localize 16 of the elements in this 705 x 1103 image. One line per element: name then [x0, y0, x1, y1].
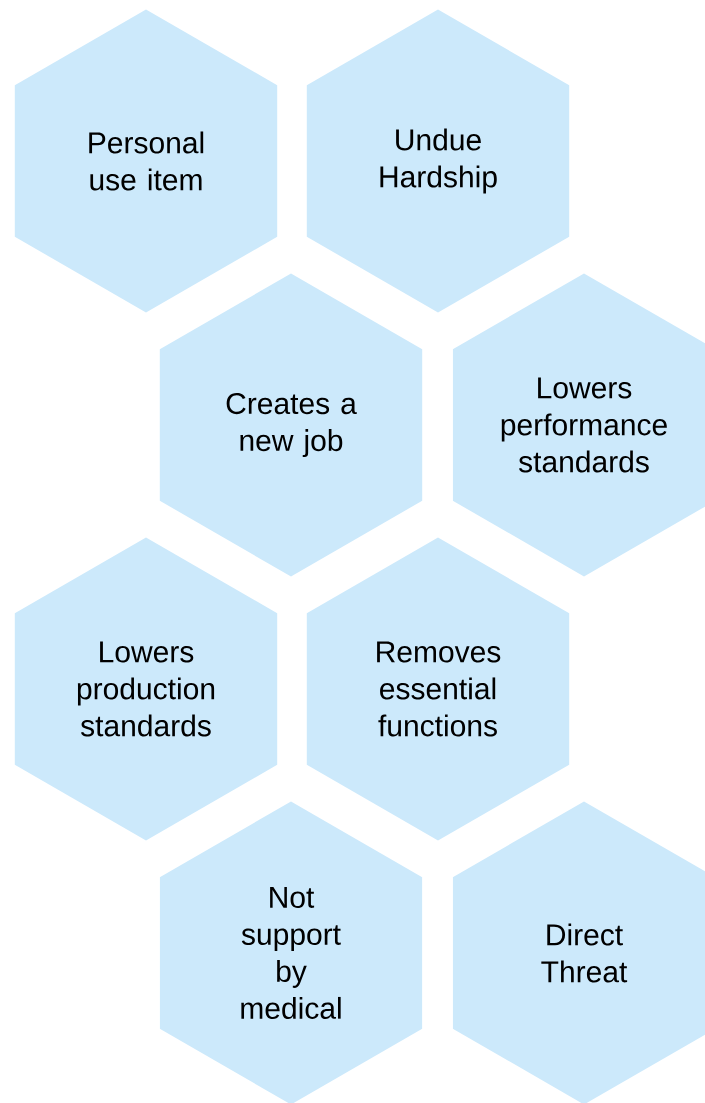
hexagon-label: Not support by medical	[241, 887, 341, 1019]
hexagon-label: Removes essential functions	[377, 641, 501, 737]
hexagon	[14, 537, 278, 841]
hexagon	[452, 273, 705, 577]
hexagon-label: Direct Threat	[541, 923, 628, 983]
hexagon-label: Creates a new job	[226, 392, 357, 458]
hexagon	[14, 9, 278, 313]
hexagon	[159, 801, 423, 1103]
hexagon-label: Lowers performance standards	[501, 377, 667, 473]
hexagon	[306, 537, 570, 841]
hexagon-label: Undue Hardship	[380, 128, 497, 194]
hexagon	[306, 9, 570, 313]
hexagon	[159, 273, 423, 577]
hexagon-label: Personal use item	[89, 131, 204, 191]
hexagon-label: Lowers production standards	[77, 641, 215, 737]
hexagon	[452, 801, 705, 1103]
